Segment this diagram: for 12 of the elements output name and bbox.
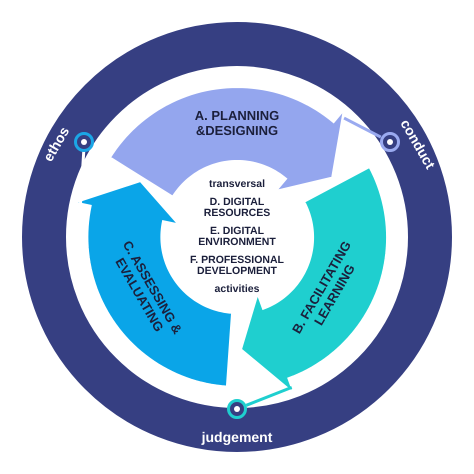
segment-label: A. PLANNING &DESIGNING <box>194 108 280 138</box>
center-text: E. DIGITAL ENVIRONMENT <box>197 226 277 248</box>
ring-label: judgement <box>200 428 274 447</box>
center-text: activities <box>214 284 260 295</box>
connector-line <box>343 116 382 138</box>
arrow-segment <box>110 87 344 197</box>
center-text: D. DIGITAL RESOURCES <box>202 197 272 219</box>
connector-line <box>79 152 86 204</box>
center-text: transversal <box>208 179 266 190</box>
connector-line <box>246 386 292 407</box>
center-text: F. PROFESSIONAL DEVELOPMENT <box>189 255 285 277</box>
pin-marker <box>227 399 247 419</box>
